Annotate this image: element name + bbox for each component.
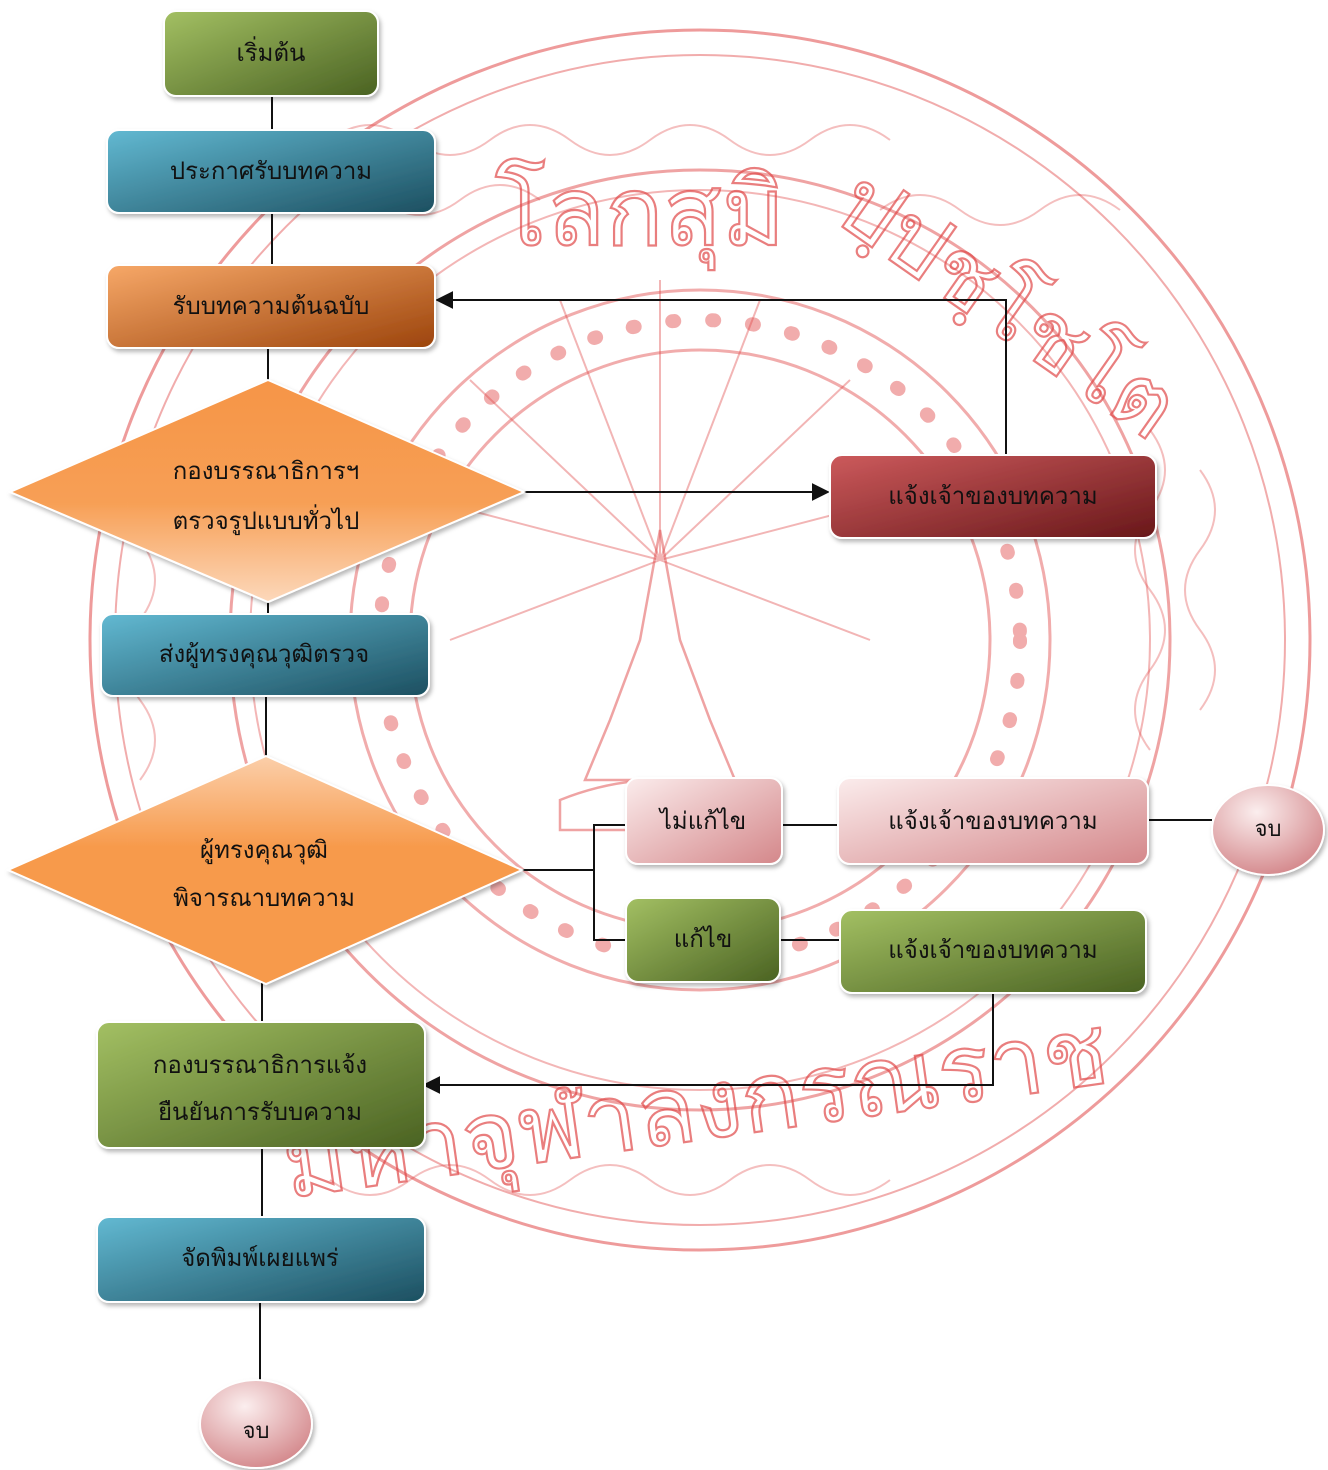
connectors (259, 96, 1212, 1380)
receive-label: รับบทความต้นฉบับ (173, 292, 370, 320)
node-notify-owner-3: แจ้งเจ้าของบทความ (839, 909, 1147, 994)
revision-label: แก้ไข (674, 925, 732, 953)
end-right-label: จบ (1255, 817, 1282, 842)
connector-branch-revision (593, 870, 627, 941)
node-receive: รับบทความต้นฉบับ (106, 264, 436, 349)
start-label: เริ่มต้น (237, 36, 306, 67)
node-announce: ประกาศรับบทความ (106, 129, 436, 214)
check-label-line2: ตรวจรูปแบบทั่วไป (173, 504, 360, 536)
node-notify-owner-2: แจ้งเจ้าของบทความ (837, 777, 1149, 865)
announce-label: ประกาศรับบทความ (170, 157, 372, 185)
node-no-revision: ไม่แก้ไข (625, 777, 783, 865)
publish-label: จัดพิมพ์เผยแพร่ (181, 1244, 339, 1272)
send-experts-label: ส่งผู้ทรงคุณวุฒิตรวจ (159, 640, 369, 669)
connector-branch-norevision (593, 824, 627, 870)
node-send-experts: ส่งผู้ทรงคุณวุฒิตรวจ (100, 613, 430, 697)
notify-owner-3-label: แจ้งเจ้าของบทความ (888, 936, 1097, 964)
node-confirm: กองบรรณาธิการแจ้ง ยืนยันการรับบความ (96, 1021, 426, 1149)
confirm-label-line2: ยืนยันการรับบความ (158, 1098, 362, 1126)
node-end-right: จบ (1211, 784, 1325, 876)
no-revision-label: ไม่แก้ไข (658, 807, 746, 835)
node-review-decision: ผู้ทรงคุณวุฒิ พิจารณาบทความ (5, 754, 525, 986)
review-label-line1: ผู้ทรงคุณวุฒิ (200, 836, 328, 865)
notify-owner-2-label: แจ้งเจ้าของบทความ (888, 807, 1097, 835)
review-label-line2: พิจารณาบทความ (173, 884, 355, 912)
seal-right-text: ปฺปชฺโชโต (817, 150, 1198, 461)
node-notify-owner-1: แจ้งเจ้าของบทความ (829, 454, 1157, 539)
confirm-label-line1: กองบรรณาธิการแจ้ง (153, 1051, 367, 1079)
node-start: เริ่มต้น (163, 10, 379, 97)
notify-owner-1-label: แจ้งเจ้าของบทความ (888, 482, 1097, 510)
connector-notify-confirm (422, 993, 994, 1094)
end-bottom-label: จบ (243, 1419, 270, 1444)
seal-top-text: โลกสุมิ (495, 156, 785, 271)
check-label-line1: กองบรรณาธิการฯ (173, 457, 359, 485)
node-publish: จัดพิมพ์เผยแพร่ (96, 1216, 426, 1303)
node-end-bottom: จบ (199, 1379, 313, 1469)
connector-notify-receive (435, 291, 1007, 455)
node-check-decision: กองบรรณาธิการฯ ตรวจรูปแบบทั่วไป (7, 378, 527, 604)
node-revision: แก้ไข (625, 897, 781, 983)
